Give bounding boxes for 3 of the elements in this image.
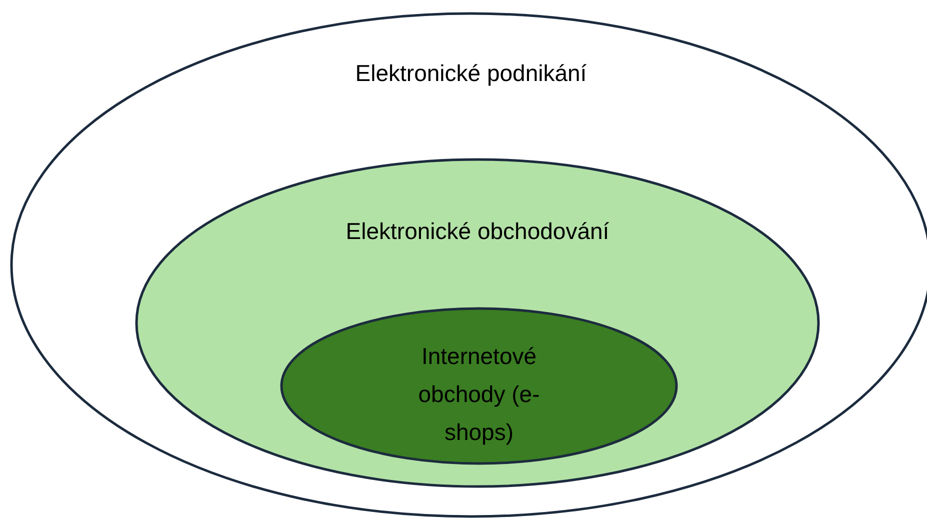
region-label: Internetové obchody (e-shops) xyxy=(417,342,541,447)
region-label: Elektronické obchodování xyxy=(346,217,610,246)
region-label: Elektronické podnikání xyxy=(355,59,587,88)
